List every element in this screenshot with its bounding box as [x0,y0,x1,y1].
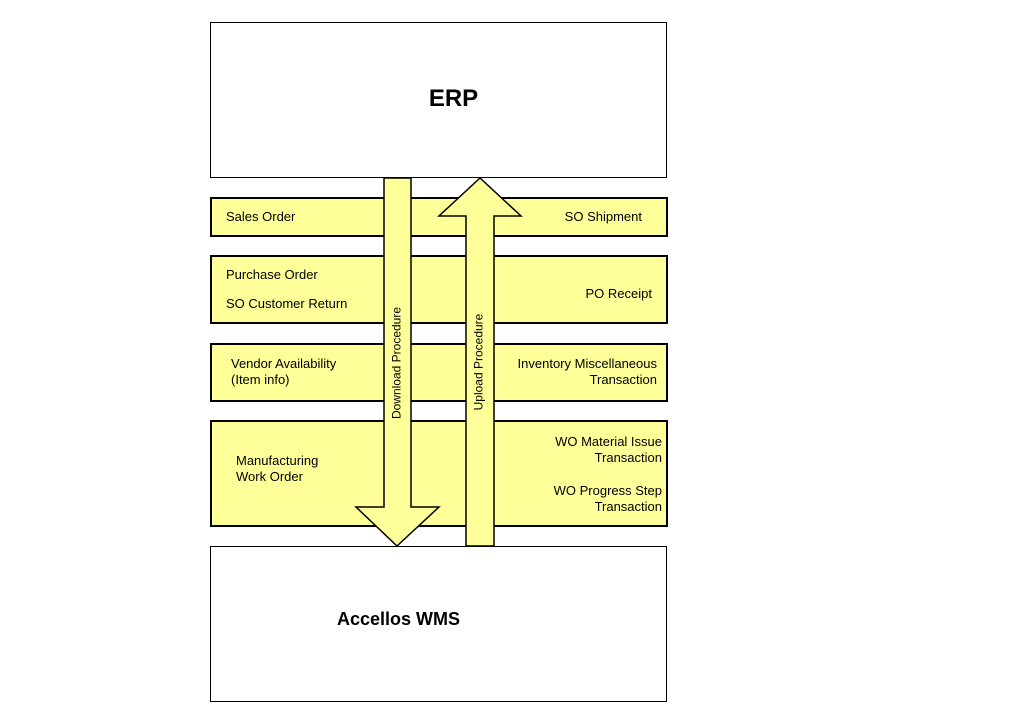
sales-order-label: Sales Order [226,209,296,224]
vendor-availability-label: Vendor Availability [231,356,337,371]
download-arrow [354,177,441,548]
upload-procedure-label: Upload Procedure [471,313,486,411]
manufacturing-label: Manufacturing [236,453,319,468]
wms-title: Accellos WMS [337,609,461,629]
wo-progress-step-label: WO Progress Step [553,483,662,498]
po-receipt-label: PO Receipt [585,286,652,301]
upload-arrow [437,176,523,547]
inventory-misc-transaction-label: Transaction [589,372,657,387]
wo-progress-step-transaction-label: Transaction [594,499,662,514]
erp-title: ERP [428,85,479,112]
download-procedure-label: Download Procedure [389,306,404,420]
work-order-label: Work Order [236,469,303,484]
band-vendor-availability: Vendor Availability (Item info) Inventor… [210,343,668,402]
purchase-order-label: Purchase Order [226,267,318,282]
band-purchase-order: Purchase Order SO Customer Return PO Rec… [210,255,668,324]
wo-material-issue-transaction-label: Transaction [594,450,662,465]
so-shipment-label: SO Shipment [564,209,642,224]
erp-box: ERP [210,22,667,178]
band-sales-order: Sales Order SO Shipment [210,197,668,237]
inventory-misc-label: Inventory Miscellaneous [517,356,657,371]
wms-box: Accellos WMS [210,546,667,702]
item-info-label: (Item info) [231,372,290,387]
band-manufacturing: Manufacturing Work Order WO Material Iss… [210,420,668,527]
wo-material-issue-label: WO Material Issue [555,434,662,449]
so-customer-return-label: SO Customer Return [226,296,348,311]
